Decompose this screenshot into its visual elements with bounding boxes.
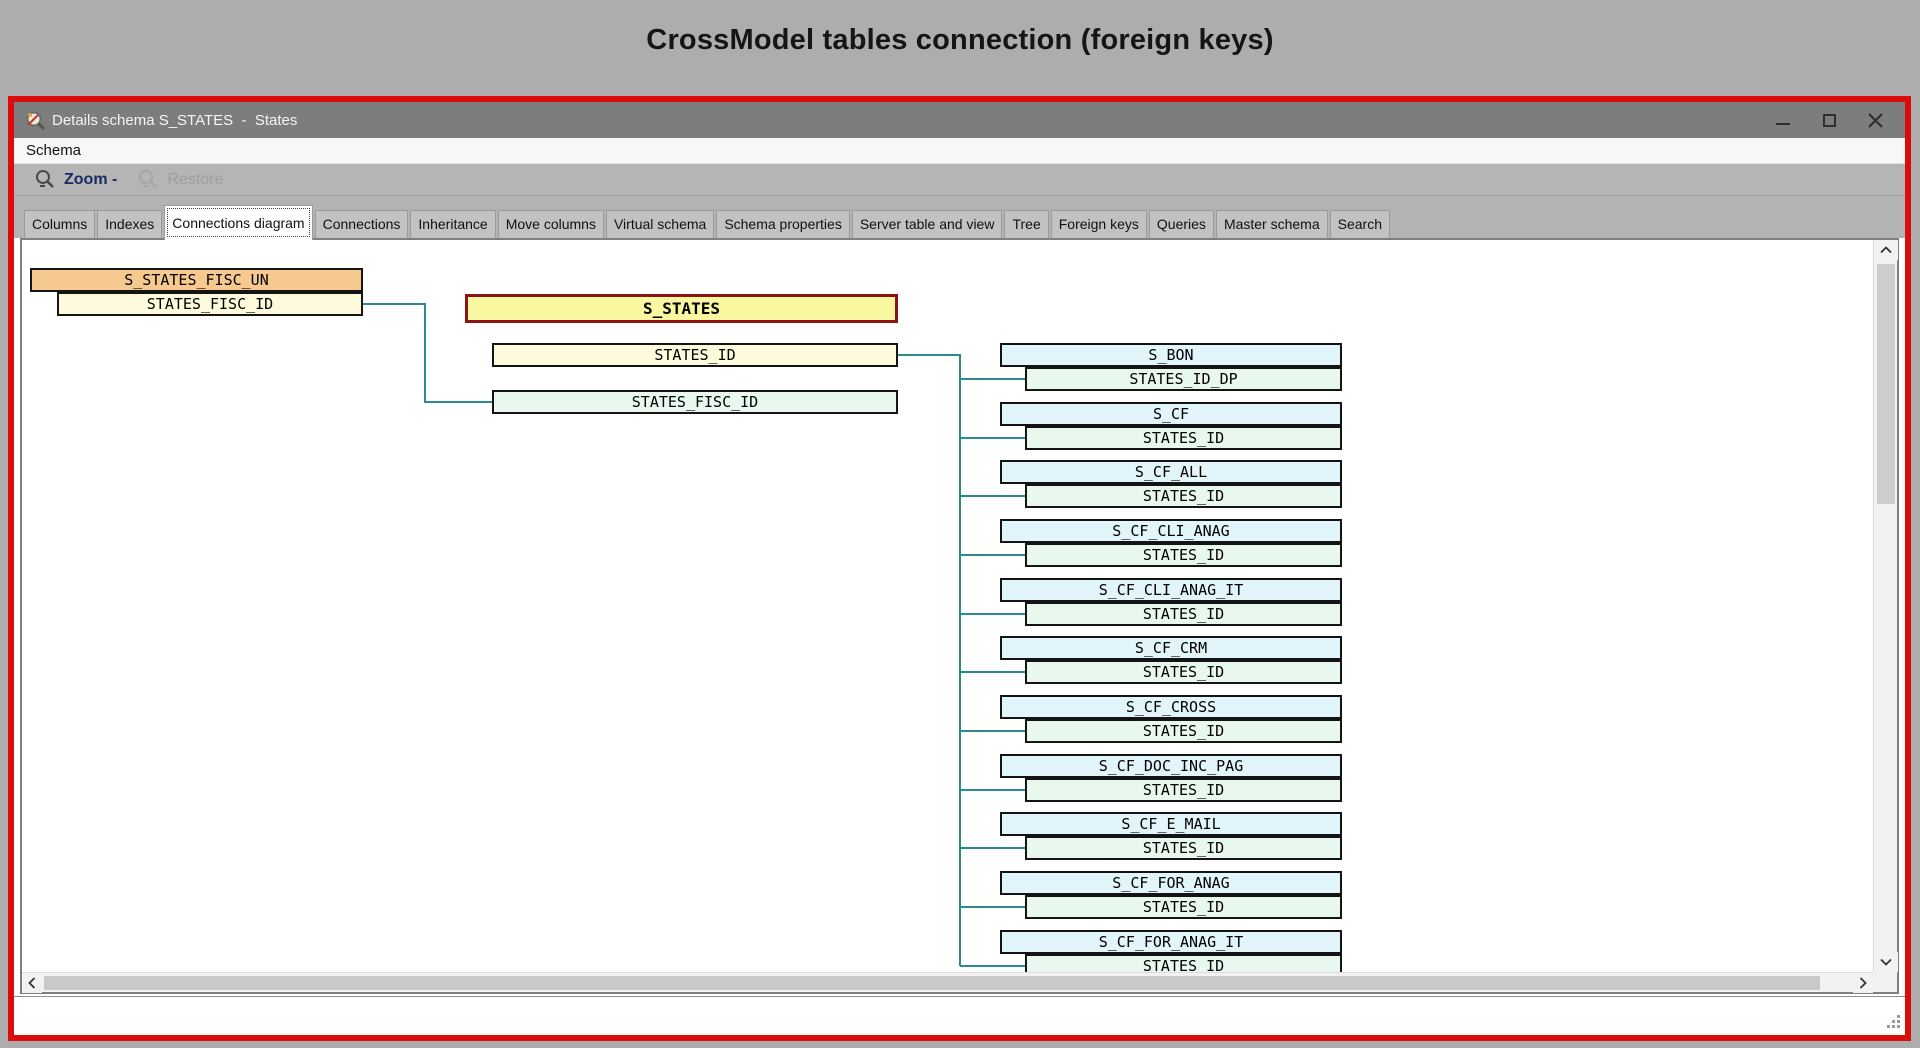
menu-item-schema[interactable]: Schema bbox=[26, 142, 82, 159]
table-header-s_cf_e_mail[interactable]: S_CF_E_MAIL bbox=[1000, 812, 1342, 836]
window-title: Details schema S_STATES - States bbox=[52, 111, 298, 129]
close-button[interactable] bbox=[1867, 112, 1883, 128]
app-window: Details schema S_STATES - States Schema … bbox=[8, 96, 1911, 1041]
chevron-down-icon bbox=[1880, 958, 1892, 966]
tab-search[interactable]: Search bbox=[1329, 210, 1390, 238]
minimize-button[interactable] bbox=[1775, 112, 1791, 128]
chevron-up-icon bbox=[1880, 246, 1892, 254]
toolbar: Zoom - Restore bbox=[14, 164, 1905, 196]
scroll-left-button[interactable] bbox=[22, 973, 42, 993]
table-s_states-column-states_id[interactable]: STATES_ID bbox=[492, 343, 898, 367]
table-s_cf_crm-column-states_id[interactable]: STATES_ID bbox=[1025, 660, 1342, 684]
scroll-right-button[interactable] bbox=[1853, 973, 1873, 993]
table-s_cf_cli_anag-column-states_id[interactable]: STATES_ID bbox=[1025, 543, 1342, 567]
table-header-s_bon[interactable]: S_BON bbox=[1000, 343, 1342, 367]
table-s_bon-column-states_id_dp[interactable]: STATES_ID_DP bbox=[1025, 367, 1342, 391]
tab-inheritance[interactable]: Inheritance bbox=[410, 210, 496, 238]
window-titlebar: Details schema S_STATES - States bbox=[14, 102, 1905, 138]
tab-move-columns[interactable]: Move columns bbox=[497, 210, 604, 238]
table-s_cf-column-states_id[interactable]: STATES_ID bbox=[1025, 426, 1342, 450]
scrollbar-corner bbox=[1873, 972, 1897, 992]
tab-virtual-schema[interactable]: Virtual schema bbox=[605, 210, 715, 238]
connector-lines bbox=[363, 303, 1025, 967]
table-header-s_states_fisc_un[interactable]: S_STATES_FISC_UN bbox=[30, 268, 363, 292]
table-s_cf_for_anag-column-states_id[interactable]: STATES_ID bbox=[1025, 895, 1342, 919]
table-s_cf_for_anag_it-column-states_id[interactable]: STATES_ID bbox=[1025, 954, 1342, 972]
chevron-left-icon bbox=[28, 977, 36, 989]
table-header-s_cf_cli_anag[interactable]: S_CF_CLI_ANAG bbox=[1000, 519, 1342, 543]
scroll-up-button[interactable] bbox=[1874, 240, 1898, 260]
vertical-scrollbar[interactable] bbox=[1873, 240, 1898, 972]
table-s_cf_cross-column-states_id[interactable]: STATES_ID bbox=[1025, 719, 1342, 743]
table-s_states-column-states_fisc_id[interactable]: STATES_FISC_ID bbox=[492, 390, 898, 414]
menu-bar: Schema bbox=[14, 138, 1905, 164]
tab-queries[interactable]: Queries bbox=[1148, 210, 1214, 238]
restore-label: Restore bbox=[167, 170, 224, 188]
table-header-s_cf_for_anag_it[interactable]: S_CF_FOR_ANAG_IT bbox=[1000, 930, 1342, 954]
maximize-button[interactable] bbox=[1821, 112, 1837, 128]
zoom-out-button[interactable]: Zoom - bbox=[28, 167, 123, 193]
table-header-s_states[interactable]: S_STATES bbox=[465, 294, 898, 323]
tab-tree[interactable]: Tree bbox=[1004, 210, 1049, 238]
table-header-s_cf_cross[interactable]: S_CF_CROSS bbox=[1000, 695, 1342, 719]
horizontal-scrollbar[interactable] bbox=[22, 972, 1873, 993]
close-icon bbox=[1867, 112, 1883, 128]
tab-server-table-and-view[interactable]: Server table and view bbox=[851, 210, 1003, 238]
restore-magnifier-icon bbox=[139, 169, 158, 188]
tab-master-schema[interactable]: Master schema bbox=[1215, 210, 1328, 238]
page-title: CrossModel tables connection (foreign ke… bbox=[646, 24, 1274, 56]
table-s_cf_e_mail-column-states_id[interactable]: STATES_ID bbox=[1025, 836, 1342, 860]
tab-schema-properties[interactable]: Schema properties bbox=[716, 210, 850, 238]
tab-columns[interactable]: Columns bbox=[24, 210, 96, 238]
table-s_cf_cli_anag_it-column-states_id[interactable]: STATES_ID bbox=[1025, 602, 1342, 626]
tab-connections-diagram[interactable]: Connections diagram bbox=[164, 205, 313, 240]
tab-foreign-keys[interactable]: Foreign keys bbox=[1050, 210, 1147, 238]
scroll-down-button[interactable] bbox=[1874, 952, 1898, 972]
tab-indexes[interactable]: Indexes bbox=[97, 210, 163, 238]
horizontal-scroll-thumb[interactable] bbox=[44, 976, 1820, 990]
table-s_cf_doc_inc_pag-column-states_id[interactable]: STATES_ID bbox=[1025, 778, 1342, 802]
chevron-right-icon bbox=[1859, 977, 1867, 989]
table-header-s_cf_for_anag[interactable]: S_CF_FOR_ANAG bbox=[1000, 871, 1342, 895]
table-header-s_cf[interactable]: S_CF bbox=[1000, 402, 1342, 426]
resize-grip-icon[interactable] bbox=[1886, 1014, 1900, 1028]
app-logo-icon bbox=[26, 111, 46, 131]
table-s_states_fisc_un-column-states_fisc_id[interactable]: STATES_FISC_ID bbox=[57, 292, 363, 316]
maximize-icon bbox=[1822, 113, 1836, 127]
table-header-s_cf_all[interactable]: S_CF_ALL bbox=[1000, 460, 1342, 484]
table-s_cf_all-column-states_id[interactable]: STATES_ID bbox=[1025, 484, 1342, 508]
zoom-out-label: Zoom - bbox=[64, 170, 118, 188]
zoom-out-magnifier-icon bbox=[36, 169, 54, 188]
minimize-icon bbox=[1776, 123, 1790, 125]
status-bar bbox=[14, 996, 1905, 1035]
table-header-s_cf_doc_inc_pag[interactable]: S_CF_DOC_INC_PAG bbox=[1000, 754, 1342, 778]
table-header-s_cf_crm[interactable]: S_CF_CRM bbox=[1000, 636, 1342, 660]
tab-connections[interactable]: Connections bbox=[314, 210, 409, 238]
restore-button[interactable]: Restore bbox=[131, 167, 229, 193]
vertical-scroll-thumb[interactable] bbox=[1877, 264, 1895, 504]
table-header-s_cf_cli_anag_it[interactable]: S_CF_CLI_ANAG_IT bbox=[1000, 578, 1342, 602]
